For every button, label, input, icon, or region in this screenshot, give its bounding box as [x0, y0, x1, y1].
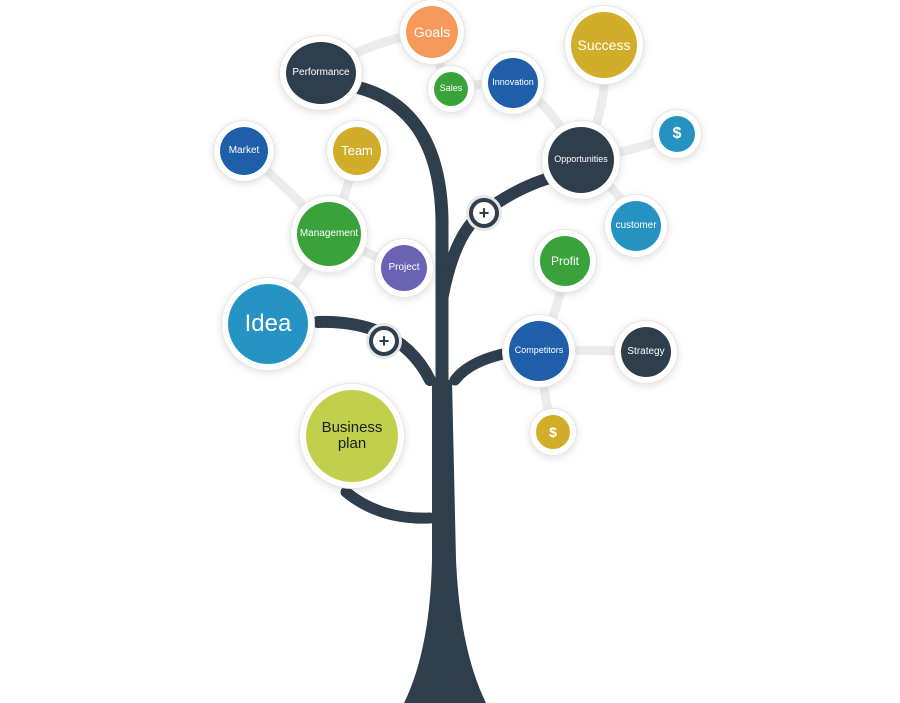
node-label: Team: [341, 143, 373, 159]
node-label: Success: [577, 36, 631, 53]
node-competitors[interactable]: Competitors: [509, 321, 569, 381]
trunk-base: [404, 380, 486, 703]
node-label: Idea: [244, 310, 292, 338]
node-innovation[interactable]: Innovation: [488, 58, 538, 108]
expand-plus-button-upper[interactable]: +: [469, 198, 499, 228]
dollar-sign-label: $: [549, 423, 557, 440]
dollar-sign-label: $: [672, 124, 682, 142]
node-customer[interactable]: customer: [611, 201, 661, 251]
plus-icon: +: [478, 202, 490, 223]
dollar-bottom-icon[interactable]: $: [536, 415, 570, 449]
node-success[interactable]: Success: [571, 12, 637, 78]
node-label: Goals: [413, 23, 451, 40]
dollar-top-icon[interactable]: $: [659, 116, 695, 152]
node-opportunities[interactable]: Opportunities: [548, 127, 614, 193]
node-management[interactable]: Management: [297, 202, 361, 266]
node-label: Performance: [292, 66, 350, 78]
node-market[interactable]: Market: [220, 127, 268, 175]
node-label: Project: [388, 261, 420, 273]
node-label: Business plan: [321, 419, 383, 452]
node-label: Innovation: [492, 77, 534, 88]
node-label: Competitors: [514, 345, 564, 356]
node-performance[interactable]: Performance: [286, 42, 356, 104]
node-goals[interactable]: Goals: [406, 6, 458, 58]
node-project[interactable]: Project: [381, 245, 427, 291]
plus-icon: +: [378, 330, 390, 351]
expand-plus-button-lower[interactable]: +: [369, 326, 399, 356]
node-label: Opportunities: [554, 154, 608, 165]
node-team[interactable]: Team: [333, 127, 381, 175]
node-business-plan[interactable]: Business plan: [306, 390, 398, 482]
node-idea[interactable]: Idea: [228, 284, 308, 364]
node-label: Sales: [439, 83, 463, 94]
node-strategy[interactable]: Strategy: [621, 327, 671, 377]
node-label: customer: [615, 219, 657, 231]
node-label: Strategy: [627, 345, 665, 357]
node-label: Management: [299, 227, 359, 239]
node-label: Market: [228, 144, 260, 156]
node-sales[interactable]: Sales: [434, 72, 468, 106]
node-profit[interactable]: Profit: [540, 236, 590, 286]
node-label: Profit: [550, 253, 579, 268]
